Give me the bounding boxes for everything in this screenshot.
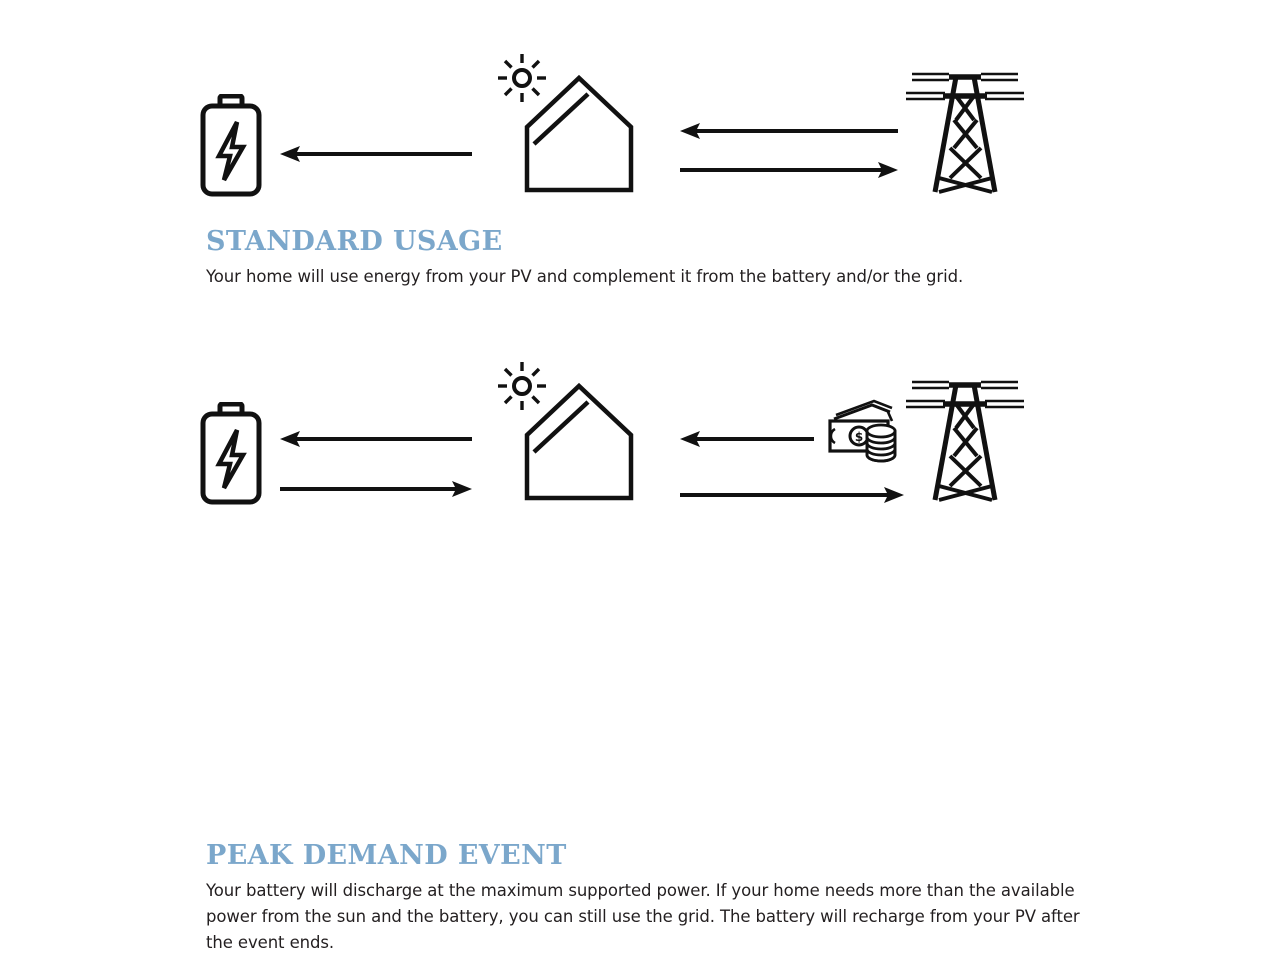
arrow-grid-to-house [678,429,816,449]
diagram-standard-usage [0,0,1280,210]
house-with-solar-icon [515,380,643,502]
sun-icon [497,53,547,103]
text-block-standard-usage: STANDARD USAGE Your home will use energy… [206,226,1106,290]
house-with-solar-icon [515,72,643,194]
power-pylon-icon [906,62,1024,194]
power-pylon-icon [906,370,1024,502]
section-peak-demand-event: $ [0,308,1280,952]
diagram-peak-demand-event: $ [0,308,1280,518]
page-title-peak-demand-event: PEAK DEMAND EVENT [206,840,567,871]
battery-icon [198,402,264,506]
arrow-grid-to-house [678,121,900,141]
svg-text:$: $ [855,430,863,444]
arrow-house-to-battery [278,429,474,449]
money-cash-coins-icon: $ [826,399,898,463]
text-block-peak-demand-event: PEAK DEMAND EVENT Your battery will disc… [206,840,1106,956]
section-standard-usage: STANDARD USAGE Your home will use energy… [0,0,1280,286]
sun-icon [497,361,547,411]
page-title-standard-usage: STANDARD USAGE [206,226,503,257]
arrow-house-to-grid [678,160,900,180]
arrow-house-to-grid [678,485,906,505]
description-standard-usage: Your home will use energy from your PV a… [206,267,964,287]
arrow-house-to-battery [278,144,474,164]
battery-icon [198,94,264,198]
description-peak-demand-event: Your battery will discharge at the maxim… [206,881,1080,953]
arrow-battery-to-house [278,479,474,499]
